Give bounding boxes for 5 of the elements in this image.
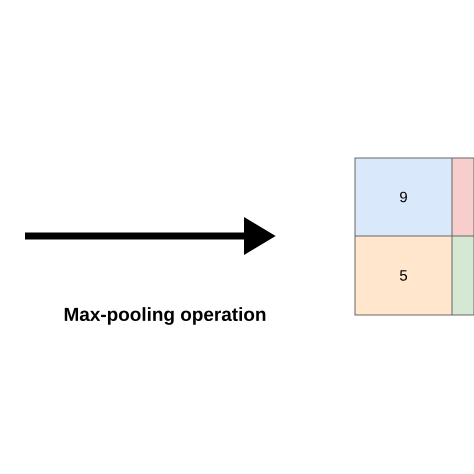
grid-cell <box>452 236 474 316</box>
grid-cell: 9 <box>354 158 452 236</box>
grid-cell <box>452 158 474 236</box>
grid-cell: 5 <box>354 236 452 316</box>
caption-text: Max-pooling operation <box>64 307 266 325</box>
